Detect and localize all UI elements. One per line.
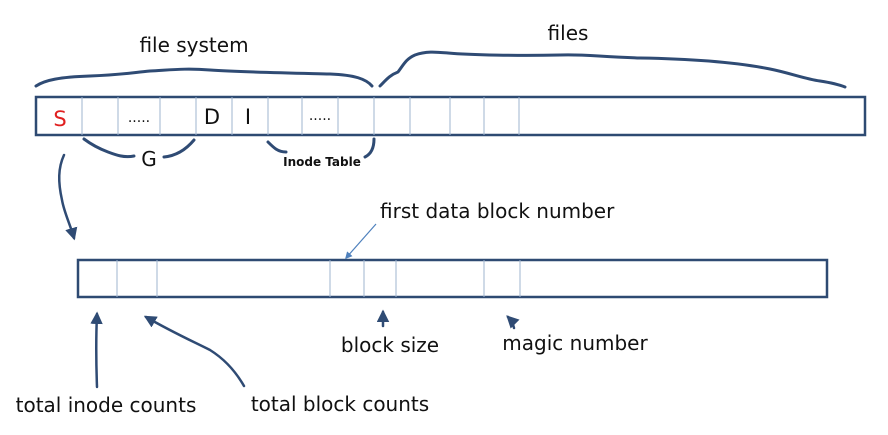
inode-cell-label: I (245, 105, 251, 129)
group-brace (82, 137, 196, 159)
inode-table-ellipsis: ..... (309, 108, 331, 124)
magic-number-arrow (506, 315, 520, 330)
total-block-counts-arrow (143, 315, 246, 388)
file-system-brace (34, 67, 374, 88)
inode-table-label: Inode Table (283, 155, 361, 169)
superblock-cell-label: S (53, 107, 66, 131)
inode-table-brace-right (363, 137, 376, 159)
block-group-ellipsis-1: ..... (128, 110, 150, 126)
total-block-counts-label: total block counts (251, 392, 429, 416)
files-label: files (548, 21, 589, 45)
file-system-label: file system (139, 33, 248, 57)
total-inode-counts-arrow (90, 311, 103, 389)
files-brace (378, 50, 847, 89)
block-size-label: block size (341, 333, 439, 357)
filesystem-block-row (34, 95, 867, 137)
magic-number-label: magic number (502, 331, 648, 355)
superblock-expand-arrow (58, 153, 78, 241)
first-data-block-pointer (345, 223, 377, 260)
group-label: G (141, 147, 157, 171)
superblock-detail-row (76, 258, 829, 299)
group-descriptor-cell-label: D (204, 105, 220, 129)
total-inode-counts-label: total inode counts (16, 393, 197, 417)
first-data-block-number-label: first data block number (380, 199, 615, 223)
inode-table-brace (266, 140, 288, 154)
